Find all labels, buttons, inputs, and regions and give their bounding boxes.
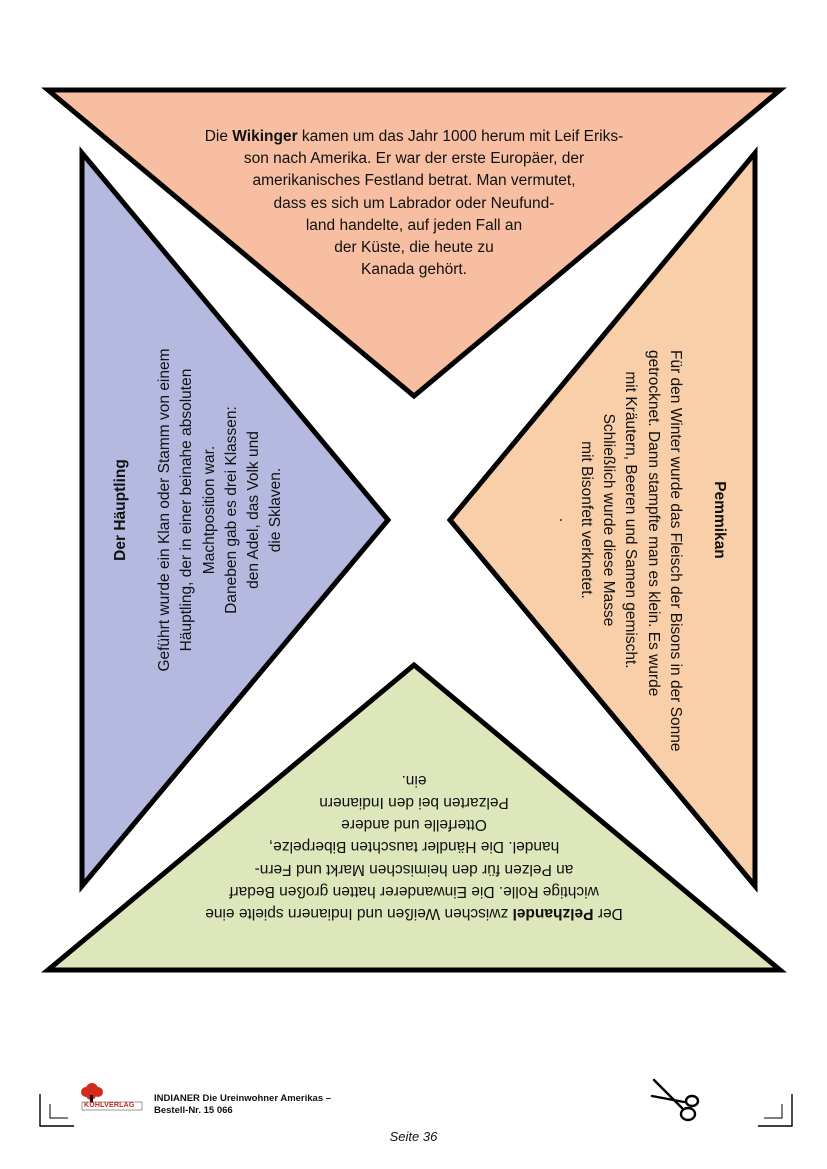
left-line-4: den Adel, das Volk und — [245, 431, 263, 589]
top-line-3: dass es sich um Labrador oder Neufund- — [273, 194, 555, 212]
left-triangle-card — [79, 146, 392, 893]
bottom-line-3: handel. Die Händler tauschten Biberpelze… — [268, 838, 560, 856]
left-line-1: Häuptling, der in einer beinahe absolute… — [178, 368, 196, 652]
top-line-2: amerikanisches Festland betrat. Man verm… — [252, 172, 576, 190]
bottom-card-text: Der Pelzhandel zwischen Weißen und India… — [114, 769, 714, 924]
top-card-text: Die Wikinger kamen um das Jahr 1000 heru… — [114, 126, 714, 281]
right-card-title: Pemmikan — [711, 481, 728, 559]
left-card-title: Der Häuptling — [112, 459, 129, 561]
top-line-4: land handelte, auf jeden Fall an — [305, 216, 523, 234]
keyword-pelzhandel: Pelzhandel — [512, 905, 594, 922]
bottom-line-1: wichtige Rolle. Die Einwanderer hatten g… — [229, 882, 599, 900]
bottom-line-5: Pelzarten bei den Indianern — [319, 793, 509, 811]
right-line-1: getrocknet. Dann stampfte man es klein. … — [644, 350, 662, 697]
top-line-6: Kanada gehört. — [360, 261, 467, 279]
right-line-2: mit Kräutern, Beeren und Samen gemischt. — [622, 371, 640, 669]
top-line-0: Die Wikinger kamen um das Jahr 1000 heru… — [204, 128, 624, 145]
page-number: Seite 36 — [389, 1129, 438, 1144]
bottom-line-2: an Pelzen für den heimischen Markt und F… — [254, 860, 574, 878]
keyword-wikinger: Wikinger — [232, 128, 298, 145]
right-card-text: Pemmikan Für den Winter wurde das Fleisc… — [553, 350, 730, 752]
logo-text: KOHLVERLAG — [84, 1102, 135, 1109]
top-line-1: son nach Amerika. Er war der erste Europ… — [243, 150, 585, 168]
left-card-text: Der Häuptling Geführt wurde ein Klan ode… — [110, 340, 287, 680]
top-triangle-card — [41, 87, 787, 400]
bottom-triangle-card — [41, 661, 787, 973]
crop-mark-left — [39, 1094, 74, 1127]
publisher-logo: KOHLVERLAG — [78, 1080, 146, 1114]
right-line-0: Für den Winter wurde das Fleisch der Bis… — [666, 350, 684, 752]
footer-title: INDIANER Die Ureinwohner Amerikas – Best… — [154, 1093, 331, 1117]
tree-icon — [81, 1083, 103, 1107]
left-line-0: Geführt wurde ein Klan oder Stamm von ei… — [156, 348, 174, 672]
left-line-2: Machtposition war. — [200, 445, 218, 575]
crop-mark-right — [758, 1094, 793, 1127]
top-line-5: der Küste, die heute zu — [334, 239, 494, 257]
bottom-line-0: Der Pelzhandel zwischen Weißen und India… — [205, 905, 623, 922]
bottom-line-6: ein. — [401, 771, 427, 789]
footer-book-title: INDIANER Die Ureinwohner Amerikas – — [154, 1093, 332, 1104]
bottom-line-4: Otterfelle und andere — [341, 816, 487, 834]
left-line-5: die Sklaven. — [267, 467, 285, 553]
right-line-5: . — [555, 517, 573, 523]
scissors-icon — [650, 1078, 700, 1122]
right-line-4: mit Bisonfett verknetet. — [577, 441, 595, 599]
footer-order-number: Bestell-Nr. 15 066 — [154, 1105, 233, 1116]
left-line-3: Daneben gab es drei Klassen: — [222, 406, 240, 614]
right-triangle-card — [446, 146, 758, 893]
right-line-3: Schließlich wurde diese Masse — [600, 413, 618, 627]
